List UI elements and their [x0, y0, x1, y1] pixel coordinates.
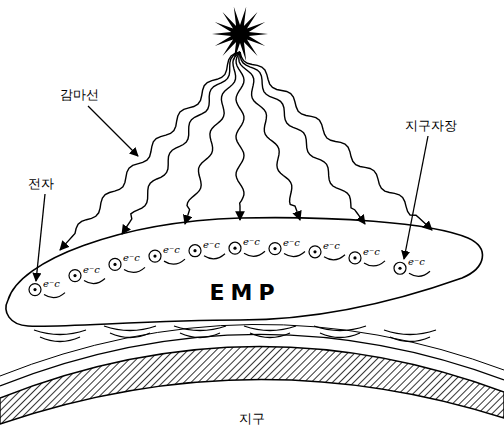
gamma-ray — [239, 52, 300, 220]
gamma-ray — [122, 52, 240, 234]
wavelet — [34, 330, 86, 335]
gamma-ray — [240, 52, 432, 230]
wavelet — [320, 333, 360, 338]
emp-band: EMP — [2, 208, 492, 332]
field-dot — [273, 247, 276, 250]
electron-symbol: e⁻c — [363, 246, 380, 257]
electron-symbol: e⁻c — [283, 237, 300, 248]
wavelet — [314, 326, 366, 331]
electron-symbol: e⁻c — [323, 240, 340, 251]
field-dot — [353, 256, 356, 259]
field-symbol — [394, 262, 406, 274]
electron-path — [44, 293, 65, 298]
field-symbol — [309, 246, 321, 258]
field-symbol — [269, 243, 281, 255]
field-dot — [193, 249, 196, 252]
electron-path — [409, 271, 430, 276]
electron-path — [84, 279, 105, 284]
gamma-ray — [185, 52, 240, 224]
gamma-rays — [60, 52, 432, 250]
electron-path — [284, 252, 305, 257]
electron-path — [164, 259, 185, 264]
gamma-ray — [240, 52, 365, 224]
leader-line — [88, 106, 138, 156]
wavelet — [40, 337, 80, 342]
field-dot — [33, 288, 36, 291]
gamma-ray — [236, 52, 244, 220]
gamma-ray — [60, 52, 240, 250]
electron-path — [364, 261, 385, 266]
field-dot — [113, 263, 116, 266]
wavelet — [250, 333, 290, 338]
emp-band-outline — [2, 208, 492, 332]
electron-symbol: e⁻c — [203, 239, 220, 250]
earth-outline — [0, 330, 504, 446]
field-symbol — [229, 242, 241, 254]
electron-symbol: e⁻c — [243, 236, 260, 247]
leader-line — [404, 136, 428, 259]
gamma-ray-label: 감마선 — [60, 88, 99, 102]
wavelet — [110, 333, 150, 338]
field-symbol — [109, 258, 121, 270]
electron-path — [324, 255, 345, 260]
wavelet — [244, 326, 296, 331]
field-symbol — [349, 252, 361, 264]
field-symbol — [69, 270, 81, 282]
field-symbol — [29, 284, 41, 296]
field-dot — [153, 255, 156, 258]
electron-symbol: e⁻c — [83, 264, 100, 275]
earth-label: 지구 — [239, 410, 265, 428]
field-dot — [73, 274, 76, 277]
electron-label: 전자 — [28, 177, 54, 191]
emp-band-label: EMP — [209, 280, 280, 305]
electron-path — [244, 251, 265, 256]
wavelet — [104, 326, 156, 331]
field-symbol — [189, 245, 201, 257]
wavelet — [174, 326, 226, 331]
geomagnetic-label: 지구자장 — [405, 119, 457, 133]
field-dot — [233, 247, 236, 250]
electron-symbol: e⁻c — [123, 252, 140, 263]
electron-symbol: e⁻c — [43, 278, 60, 289]
electron-symbol: e⁻c — [408, 256, 425, 267]
electron-path — [204, 254, 225, 259]
wavelet — [390, 337, 430, 342]
earth: 지구 — [0, 330, 504, 446]
wavelet — [180, 333, 220, 338]
field-symbol — [149, 250, 161, 262]
wavelet — [384, 330, 436, 335]
field-dot — [398, 267, 401, 270]
electron-symbol: e⁻c — [163, 244, 180, 255]
electron-path — [124, 267, 145, 272]
field-dot — [313, 250, 316, 253]
